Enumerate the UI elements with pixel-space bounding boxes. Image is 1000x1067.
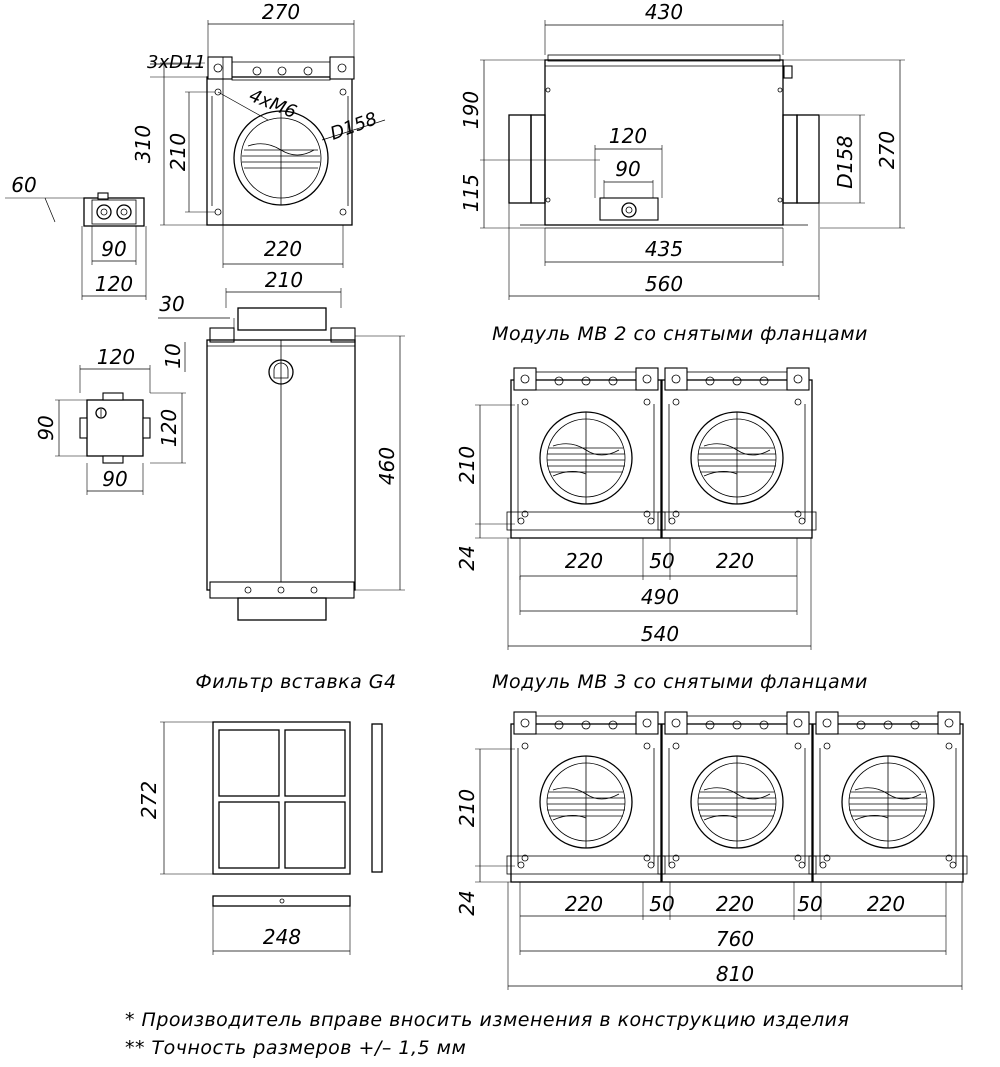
- module2-unit1-label: 220: [565, 549, 603, 573]
- module2-inner-total-label: 490: [641, 585, 679, 609]
- filter-dimensions: [160, 721, 351, 955]
- module2-base-label: 24: [455, 545, 479, 570]
- side-dimensions: [480, 20, 905, 300]
- front-screws-label: 4xM6: [246, 85, 299, 123]
- side-view: [508, 54, 820, 229]
- side-total-height-label: 270: [875, 131, 899, 169]
- junction-box-left-label: 90: [34, 415, 58, 440]
- junction-small-inner-label: 90: [101, 237, 126, 261]
- module3-dimensions: [475, 748, 963, 990]
- junction-small-outer-label: 120: [95, 272, 133, 296]
- side-upper-height-label: 190: [459, 91, 483, 129]
- module3-gap1-label: 50: [649, 892, 674, 916]
- module2-height-label: 210: [455, 446, 479, 484]
- module2-unit2-label: 220: [716, 549, 754, 573]
- module3-total-label: 810: [716, 962, 754, 986]
- side-box-width-label: 120: [609, 124, 647, 148]
- junction-box-plan: [79, 392, 151, 464]
- front-width-label: 270: [262, 0, 300, 24]
- filter-height-label: 272: [137, 781, 161, 819]
- top-length-label: 460: [375, 447, 399, 485]
- note-2: ** Точность размеров +/– 1,5 мм: [125, 1037, 466, 1059]
- junction-small-dimensions: [5, 197, 147, 300]
- module3-base-label: 24: [455, 890, 479, 915]
- module2-title: Модуль МВ 2 со снятыми фланцами: [492, 323, 868, 345]
- front-height-label: 310: [131, 125, 155, 163]
- module3-unit2-label: 220: [716, 892, 754, 916]
- module3-drawing: [506, 711, 968, 883]
- module3-gap2-label: 50: [797, 892, 822, 916]
- filter-width-label: 248: [263, 925, 301, 949]
- module2-dimensions: [475, 404, 812, 650]
- junction-box-dimensions: [55, 365, 186, 495]
- junction-box-right-label: 120: [157, 409, 181, 447]
- filter-title: Фильтр вставка G4: [195, 671, 396, 693]
- side-total-length-label: 560: [645, 272, 683, 296]
- front-duct-label: D158: [328, 108, 380, 144]
- module2-gap-label: 50: [649, 549, 674, 573]
- side-lower-height-label: 115: [459, 174, 483, 212]
- module3-inner-total-label: 760: [716, 927, 754, 951]
- junction-small-offset-label: 60: [11, 173, 36, 197]
- front-holes-label: 3xD11: [147, 52, 206, 73]
- front-view: [206, 56, 355, 226]
- module3-height-label: 210: [455, 789, 479, 827]
- side-duct-label: D158: [833, 135, 857, 189]
- module3-title: Модуль МВ 3 со снятыми фланцами: [492, 671, 868, 693]
- top-flange-label: 30: [159, 292, 184, 316]
- front-base-label: 220: [264, 237, 302, 261]
- top-view: [206, 307, 356, 621]
- junction-box-bottom-label: 90: [102, 467, 127, 491]
- module2-drawing: [506, 367, 817, 539]
- junction-box-top-label: 120: [97, 345, 135, 369]
- filter-drawing: [212, 721, 383, 907]
- module3-unit3-label: 220: [867, 892, 905, 916]
- front-inner-height-label: 210: [166, 133, 190, 171]
- top-lip-label: 10: [161, 343, 185, 368]
- side-inner-length-label: 435: [645, 237, 683, 261]
- module3-unit1-label: 220: [565, 892, 603, 916]
- side-box-inner-label: 90: [615, 157, 640, 181]
- junction-box-side: [83, 192, 145, 227]
- top-duct-width-label: 210: [265, 268, 303, 292]
- module2-total-label: 540: [641, 622, 679, 646]
- top-dimensions: [158, 288, 405, 591]
- side-length-label: 430: [645, 0, 683, 24]
- front-dimensions: [150, 20, 386, 268]
- note-1: * Производитель вправе вносить изменения…: [125, 1009, 849, 1031]
